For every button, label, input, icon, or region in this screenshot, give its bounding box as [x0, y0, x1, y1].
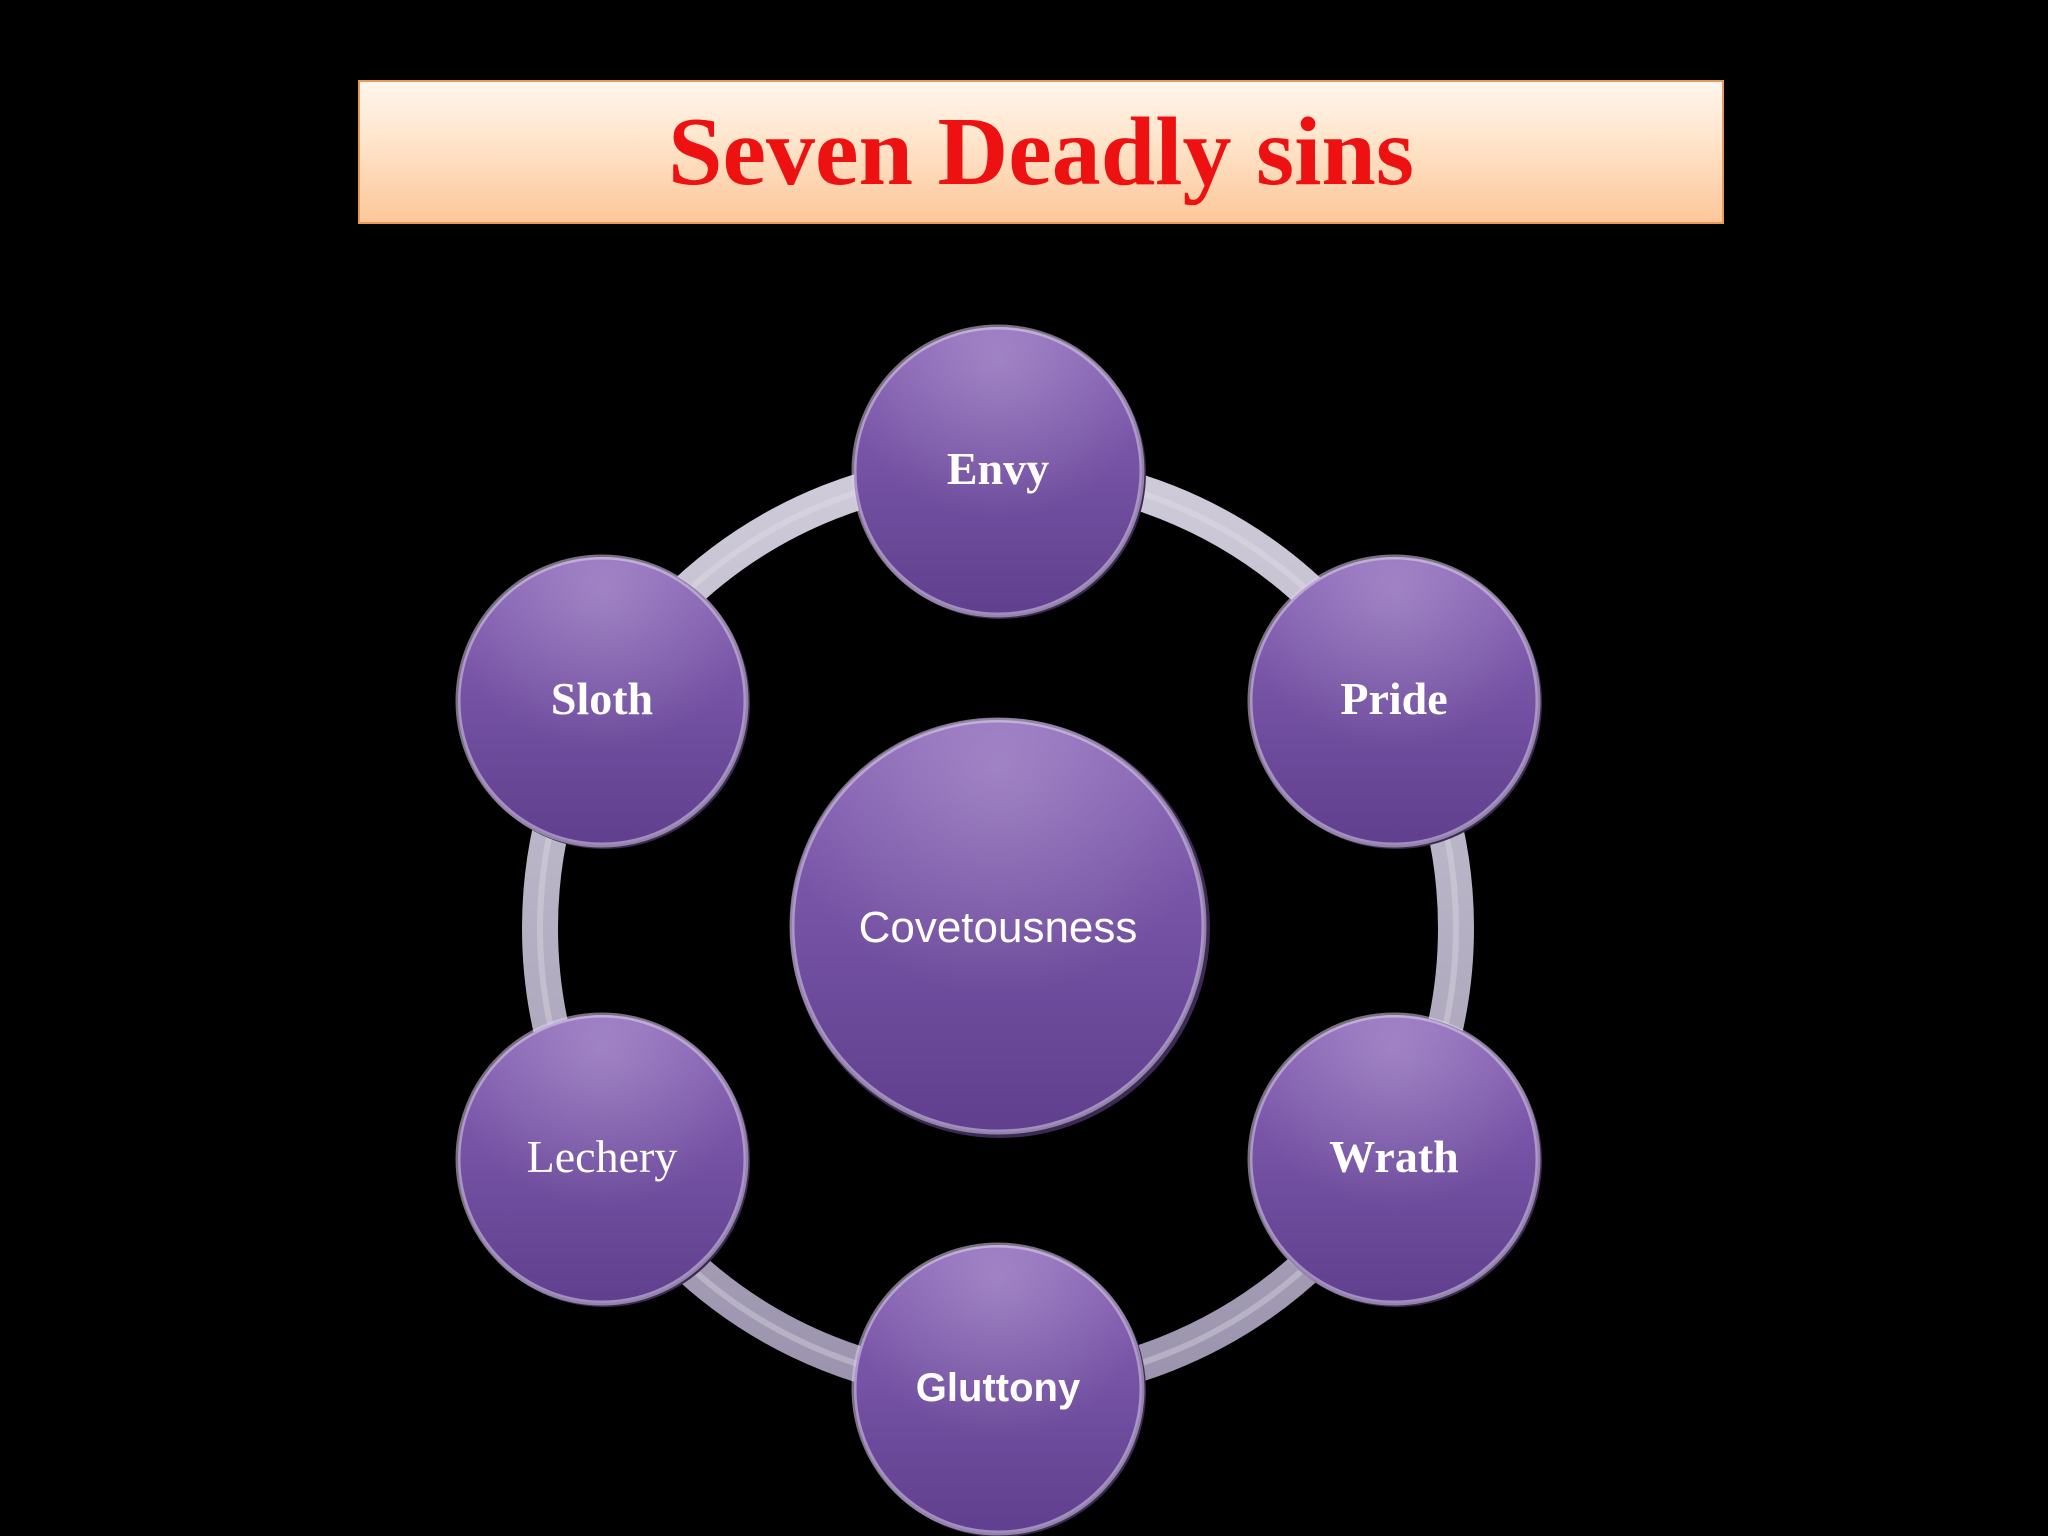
node-gluttony: Gluttony: [851, 1242, 1146, 1536]
center-node: Covetousness: [789, 717, 1210, 1138]
node-label-lechery: Lechery: [527, 1131, 678, 1182]
node-envy: Envy: [851, 324, 1146, 619]
node-lechery: Lechery: [455, 1012, 750, 1307]
node-label-wrath: Wrath: [1329, 1131, 1459, 1182]
slide-title: Seven Deadly sins: [667, 98, 1414, 206]
node-label-sloth: Sloth: [551, 673, 653, 724]
node-label-envy: Envy: [947, 443, 1049, 494]
node-label-gluttony: Gluttony: [916, 1366, 1081, 1410]
node-pride: Pride: [1247, 554, 1542, 849]
center-label: Covetousness: [859, 903, 1138, 952]
node-sloth: Sloth: [455, 554, 750, 849]
node-wrath: Wrath: [1247, 1012, 1542, 1307]
node-label-pride: Pride: [1340, 673, 1447, 724]
title-banner: Seven Deadly sins: [358, 80, 1724, 224]
